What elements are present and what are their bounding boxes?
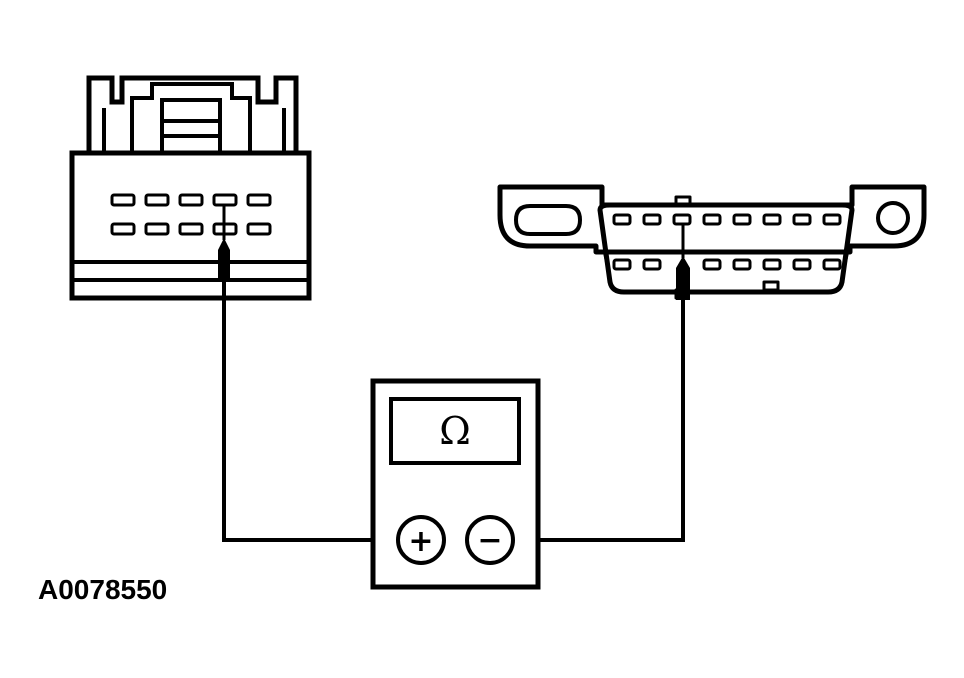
dlc-left-mount-slot	[514, 204, 582, 236]
positive-terminal-symbol: +	[408, 524, 433, 559]
connector-latch-tab	[160, 98, 222, 155]
dlc-right-mount-hole	[876, 201, 910, 235]
dlc-pin-cavities	[612, 213, 842, 271]
ohm-symbol: Ω	[439, 409, 471, 453]
negative-terminal	[465, 515, 515, 565]
positive-terminal	[396, 515, 446, 565]
test-leads	[222, 282, 685, 542]
figure-id: A0078550	[38, 574, 168, 605]
connector-latch-outline	[86, 75, 299, 153]
connector-body	[69, 150, 312, 301]
data-link-connector	[497, 184, 927, 300]
test-probe-right	[676, 224, 690, 300]
ohmmeter: Ω + −	[370, 378, 541, 590]
test-probe-left	[218, 205, 230, 282]
dlc-shroud	[597, 202, 855, 295]
negative-test-lead	[516, 300, 685, 542]
negative-terminal-symbol: −	[477, 523, 502, 558]
module-connector	[69, 75, 312, 301]
ohmmeter-display	[389, 397, 521, 465]
positive-test-lead	[222, 282, 398, 542]
dlc-mounting-flange	[497, 184, 927, 255]
connector-pin-cavities	[110, 193, 272, 236]
connector-latch-inner	[130, 82, 252, 153]
